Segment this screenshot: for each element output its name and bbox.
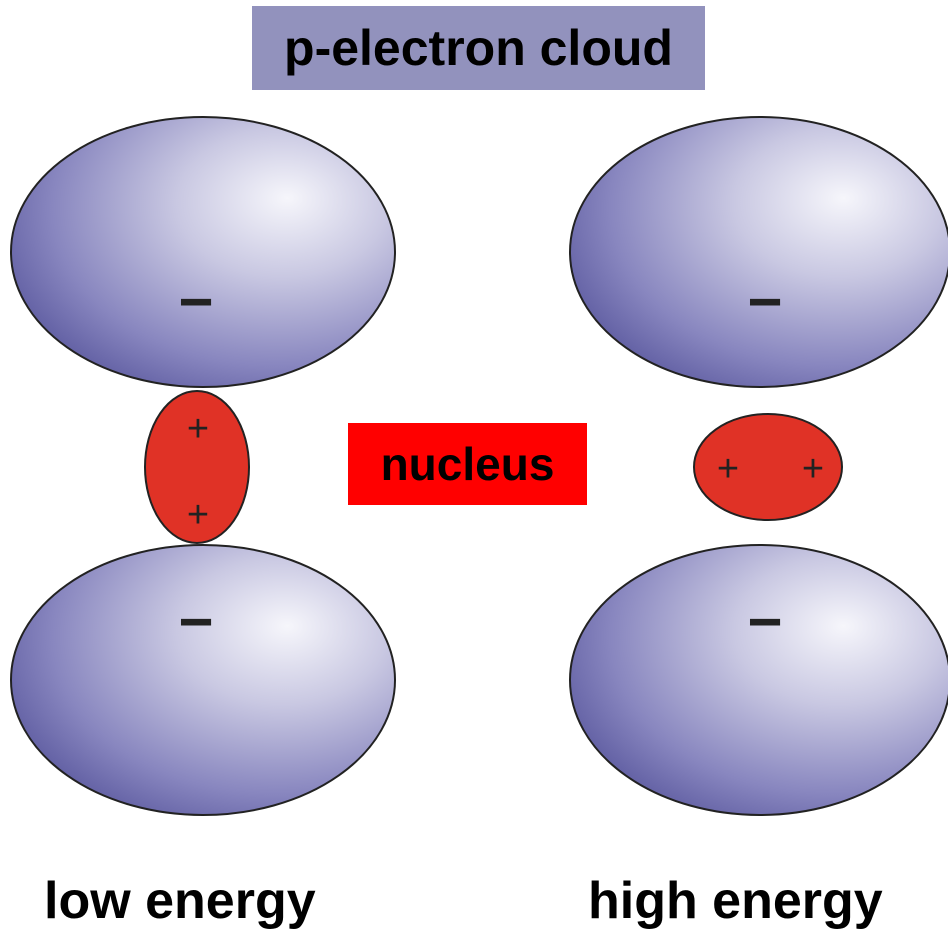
low-energy-panel: − − + + bbox=[10, 116, 396, 816]
high-energy-caption: high energy bbox=[588, 872, 883, 930]
nucleus-label: nucleus bbox=[348, 423, 587, 505]
lower-electron-lobe bbox=[569, 544, 948, 816]
upper-electron-lobe bbox=[10, 116, 396, 388]
negative-charge-sign: − bbox=[747, 588, 782, 655]
negative-charge-sign: − bbox=[747, 268, 782, 335]
lower-electron-lobe bbox=[10, 544, 396, 816]
positive-charge-sign: + bbox=[187, 408, 209, 450]
negative-charge-sign: − bbox=[178, 588, 213, 655]
positive-charge-sign: + bbox=[717, 448, 739, 490]
diagram-title: p-electron cloud bbox=[252, 6, 705, 90]
low-energy-caption: low energy bbox=[44, 872, 316, 930]
upper-electron-lobe bbox=[569, 116, 948, 388]
nucleus-horizontal bbox=[693, 413, 843, 521]
high-energy-panel: − − + + bbox=[569, 116, 948, 816]
nucleus-vertical bbox=[144, 390, 250, 544]
negative-charge-sign: − bbox=[178, 268, 213, 335]
positive-charge-sign: + bbox=[187, 494, 209, 536]
positive-charge-sign: + bbox=[802, 448, 824, 490]
